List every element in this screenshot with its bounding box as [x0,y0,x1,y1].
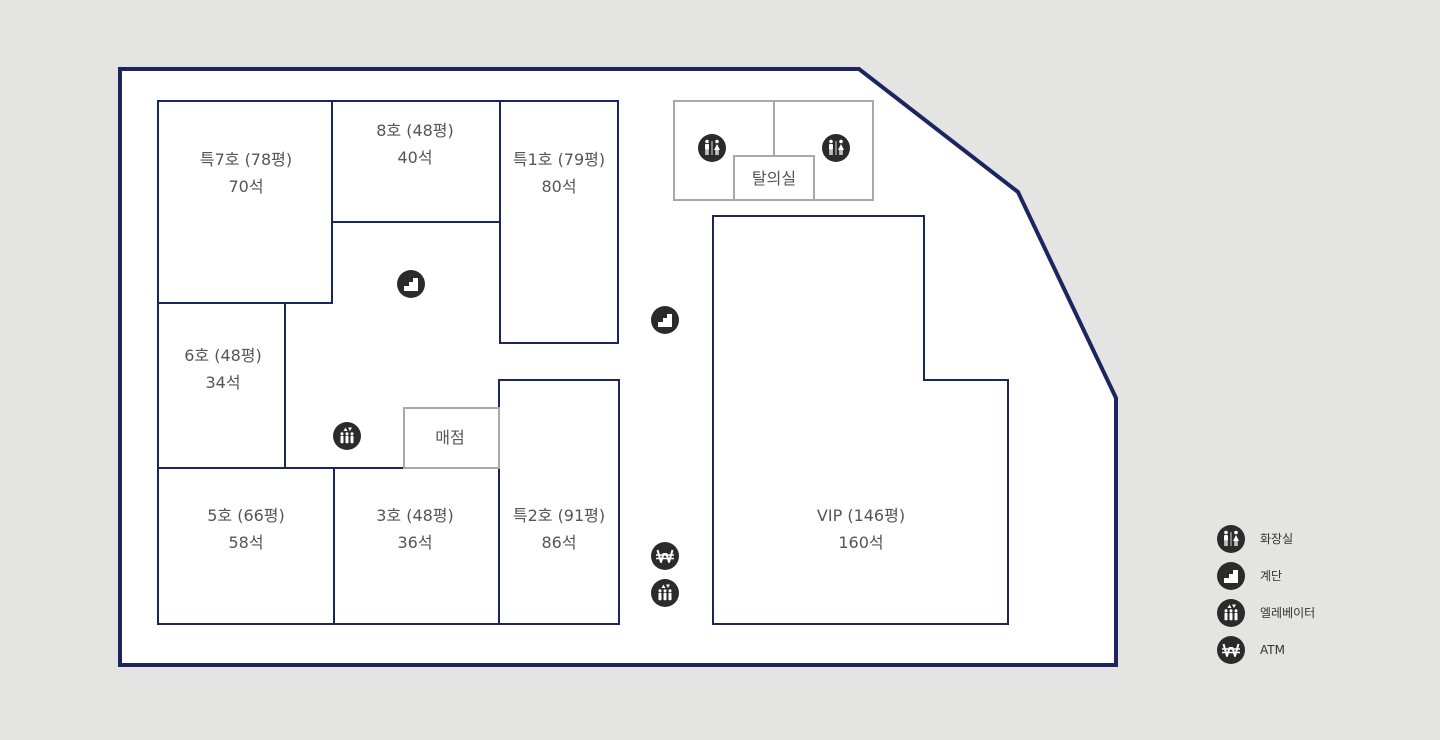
atm-icon[interactable] [650,541,680,571]
room-vip-seats: 160석 [838,533,883,552]
room-vip[interactable] [712,215,1009,625]
room-special-2-seats: 86석 [541,533,576,552]
legend: 화장실 계단 엘레베이터 ATM [1216,525,1315,665]
stairs-icon[interactable] [651,306,679,334]
room-special-1-name: 특1호 (79평) [513,150,605,169]
room-special-2[interactable] [498,379,620,625]
elevator-icon[interactable] [651,579,679,607]
room-3-seats: 36석 [397,533,432,552]
legend-stairs-icon [1217,562,1245,590]
room-8-seats: 40석 [397,148,432,167]
legend-stairs-label: 계단 [1260,569,1282,583]
store-label: 매점 [435,428,464,447]
room-special-7-seats: 70석 [228,177,263,196]
room-6-name: 6호 (48평) [184,346,262,365]
room-vip-name: VIP (146평) [817,506,905,525]
room-5-name: 5호 (66평) [207,506,285,525]
legend-restroom-icon [1217,525,1245,553]
locker-room[interactable] [733,155,815,201]
room-3-name: 3호 (48평) [376,506,454,525]
legend-atm-label: ATM [1260,643,1285,657]
legend-elevator-label: 엘레베이터 [1260,606,1315,620]
room-6-seats: 34석 [205,373,240,392]
stairs-icon[interactable] [397,270,425,298]
store[interactable] [403,407,500,469]
room-special-1-seats: 80석 [541,177,576,196]
room-special-2-name: 특2호 (91평) [513,506,605,525]
legend-elevator-icon [1217,599,1245,627]
room-special-7-name: 특7호 (78평) [200,150,292,169]
locker-room-label: 탈의실 [752,169,796,188]
room-special-1[interactable] [499,100,619,344]
building-outline [118,67,1118,667]
room-5-seats: 58석 [228,533,263,552]
elevator-icon[interactable] [333,422,361,450]
legend-restroom-label: 화장실 [1260,532,1293,546]
room-8-name: 8호 (48평) [376,121,454,140]
restroom-icon[interactable] [822,134,850,162]
restroom-icon[interactable] [698,134,726,162]
legend-atm-icon [1216,635,1246,665]
